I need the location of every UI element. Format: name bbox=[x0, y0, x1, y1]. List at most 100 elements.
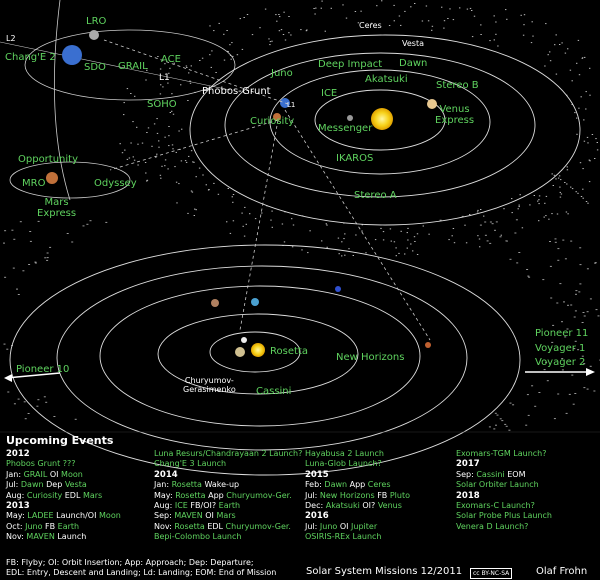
asteroid-dot bbox=[189, 82, 192, 84]
asteroid-dot bbox=[471, 10, 473, 11]
asteroid-dot bbox=[157, 56, 159, 57]
kuiper-dot bbox=[586, 388, 589, 390]
asteroid-dot bbox=[365, 252, 367, 254]
asteroid-dot bbox=[497, 45, 499, 47]
kuiper-dot bbox=[597, 315, 600, 317]
event-fragment: Earth bbox=[57, 521, 80, 531]
event-fragment: Vesta bbox=[64, 480, 87, 490]
kuiper-dot bbox=[561, 369, 564, 371]
asteroid-dot bbox=[307, 252, 309, 254]
asteroid-dot bbox=[448, 239, 450, 241]
juno-label: Juno bbox=[271, 68, 293, 79]
asteroid-dot bbox=[500, 234, 502, 236]
sun-outer bbox=[251, 343, 265, 357]
asteroid-dot bbox=[545, 215, 547, 217]
asteroid-dot bbox=[549, 60, 552, 62]
asteroid-dot bbox=[320, 7, 322, 9]
stereo-a-label: Stereo A bbox=[354, 190, 397, 201]
asteroid-dot bbox=[477, 235, 479, 237]
asteroid-dot bbox=[479, 246, 481, 248]
asteroid-dot bbox=[381, 0, 383, 2]
asteroid-dot bbox=[249, 213, 251, 215]
asteroid-dot bbox=[519, 194, 521, 196]
pioneer10-arrow-line bbox=[5, 372, 61, 379]
odyssey-label: Odyssey bbox=[94, 178, 137, 189]
event-fragment: Oct: bbox=[6, 521, 26, 531]
asteroid-dot bbox=[195, 209, 197, 211]
kuiper-dot bbox=[7, 391, 10, 393]
kuiper-dot bbox=[593, 390, 596, 392]
asteroid-dot bbox=[158, 146, 160, 148]
kuiper-dot bbox=[493, 428, 496, 430]
earth-orbit-arc bbox=[54, 0, 71, 201]
kuiper-dot bbox=[508, 429, 511, 431]
neptune-planet bbox=[335, 286, 341, 292]
asteroid-dot bbox=[202, 174, 204, 176]
asteroid-dot bbox=[506, 18, 508, 20]
kuiper-dot bbox=[557, 393, 560, 395]
kuiper-dot bbox=[595, 309, 598, 311]
asteroid-dot bbox=[478, 238, 481, 240]
asteroid-dot bbox=[123, 102, 125, 104]
event-fragment: Launch/OI bbox=[56, 511, 100, 521]
asteroid-dot bbox=[574, 112, 576, 114]
kuiper-dot bbox=[573, 348, 576, 350]
asteroid-dot bbox=[147, 127, 150, 129]
asteroid-dot bbox=[532, 35, 534, 37]
event-fragment: EDL bbox=[64, 490, 83, 500]
legend-line-2: EDL: Entry, Descent and Landing; Ld: Lan… bbox=[6, 568, 277, 577]
event-fragment: Rosetta bbox=[175, 490, 209, 500]
event-line: Nov: Rosetta EDL Churyumov-Ger. bbox=[154, 522, 302, 532]
asteroid-dot bbox=[578, 107, 580, 109]
kuiper-dot bbox=[17, 294, 20, 295]
asteroid-dot bbox=[338, 253, 340, 255]
event-line: OSIRIS-REx Launch bbox=[305, 532, 410, 542]
asteroid-dot bbox=[390, 240, 392, 242]
l1-inner-label: L1 bbox=[287, 101, 296, 109]
event-fragment: Aug: bbox=[154, 501, 175, 511]
kuiper-dot bbox=[586, 311, 589, 313]
kuiper-dot bbox=[53, 416, 56, 417]
event-fragment: EDL bbox=[207, 521, 226, 531]
event-fragment: Sep: bbox=[456, 469, 477, 479]
voyager-arrowhead bbox=[586, 368, 595, 376]
kuiper-dot bbox=[568, 393, 571, 395]
asteroid-dot bbox=[530, 42, 533, 44]
kuiper-dot bbox=[566, 328, 569, 330]
asteroid-dot bbox=[404, 253, 406, 255]
asteroid-dot bbox=[156, 153, 158, 155]
asteroid-dot bbox=[447, 18, 449, 19]
asteroid-dot bbox=[428, 233, 430, 235]
asteroid-dot bbox=[123, 114, 125, 116]
saturn-marker bbox=[211, 299, 219, 307]
event-line: 2012 bbox=[6, 449, 121, 459]
asteroid-dot bbox=[130, 142, 132, 144]
event-line: May: Rosetta App Churyumov-Ger. bbox=[154, 491, 302, 501]
asteroid-dot bbox=[193, 161, 195, 163]
asteroid-dot bbox=[187, 212, 189, 214]
asteroid-dot bbox=[583, 119, 585, 121]
event-fragment: FB/OI? bbox=[190, 501, 219, 511]
asteroid-dot bbox=[276, 20, 278, 22]
asteroid-belt bbox=[119, 0, 599, 257]
asteroid-dot bbox=[523, 24, 525, 26]
asteroid-dot bbox=[169, 112, 171, 113]
event-line: Luna-Glob Launch? bbox=[305, 459, 410, 469]
asteroid-dot bbox=[585, 108, 587, 110]
asteroid-dot bbox=[389, 228, 392, 230]
asteroid-dot bbox=[380, 227, 382, 229]
asteroid-dot bbox=[493, 39, 495, 41]
asteroid-dot bbox=[579, 162, 582, 164]
kuiper-dot bbox=[557, 248, 560, 250]
kuiper-dot bbox=[499, 418, 502, 420]
event-line: Chang'E 3 Launch bbox=[154, 459, 302, 469]
event-line: 2016 bbox=[305, 511, 410, 521]
cassini-label: Cassini bbox=[256, 386, 292, 397]
asteroid-dot bbox=[243, 17, 245, 18]
asteroid-dot bbox=[464, 224, 466, 226]
asteroid-dot bbox=[566, 166, 568, 168]
asteroid-dot bbox=[136, 126, 138, 128]
asteroid-dot bbox=[241, 212, 243, 214]
